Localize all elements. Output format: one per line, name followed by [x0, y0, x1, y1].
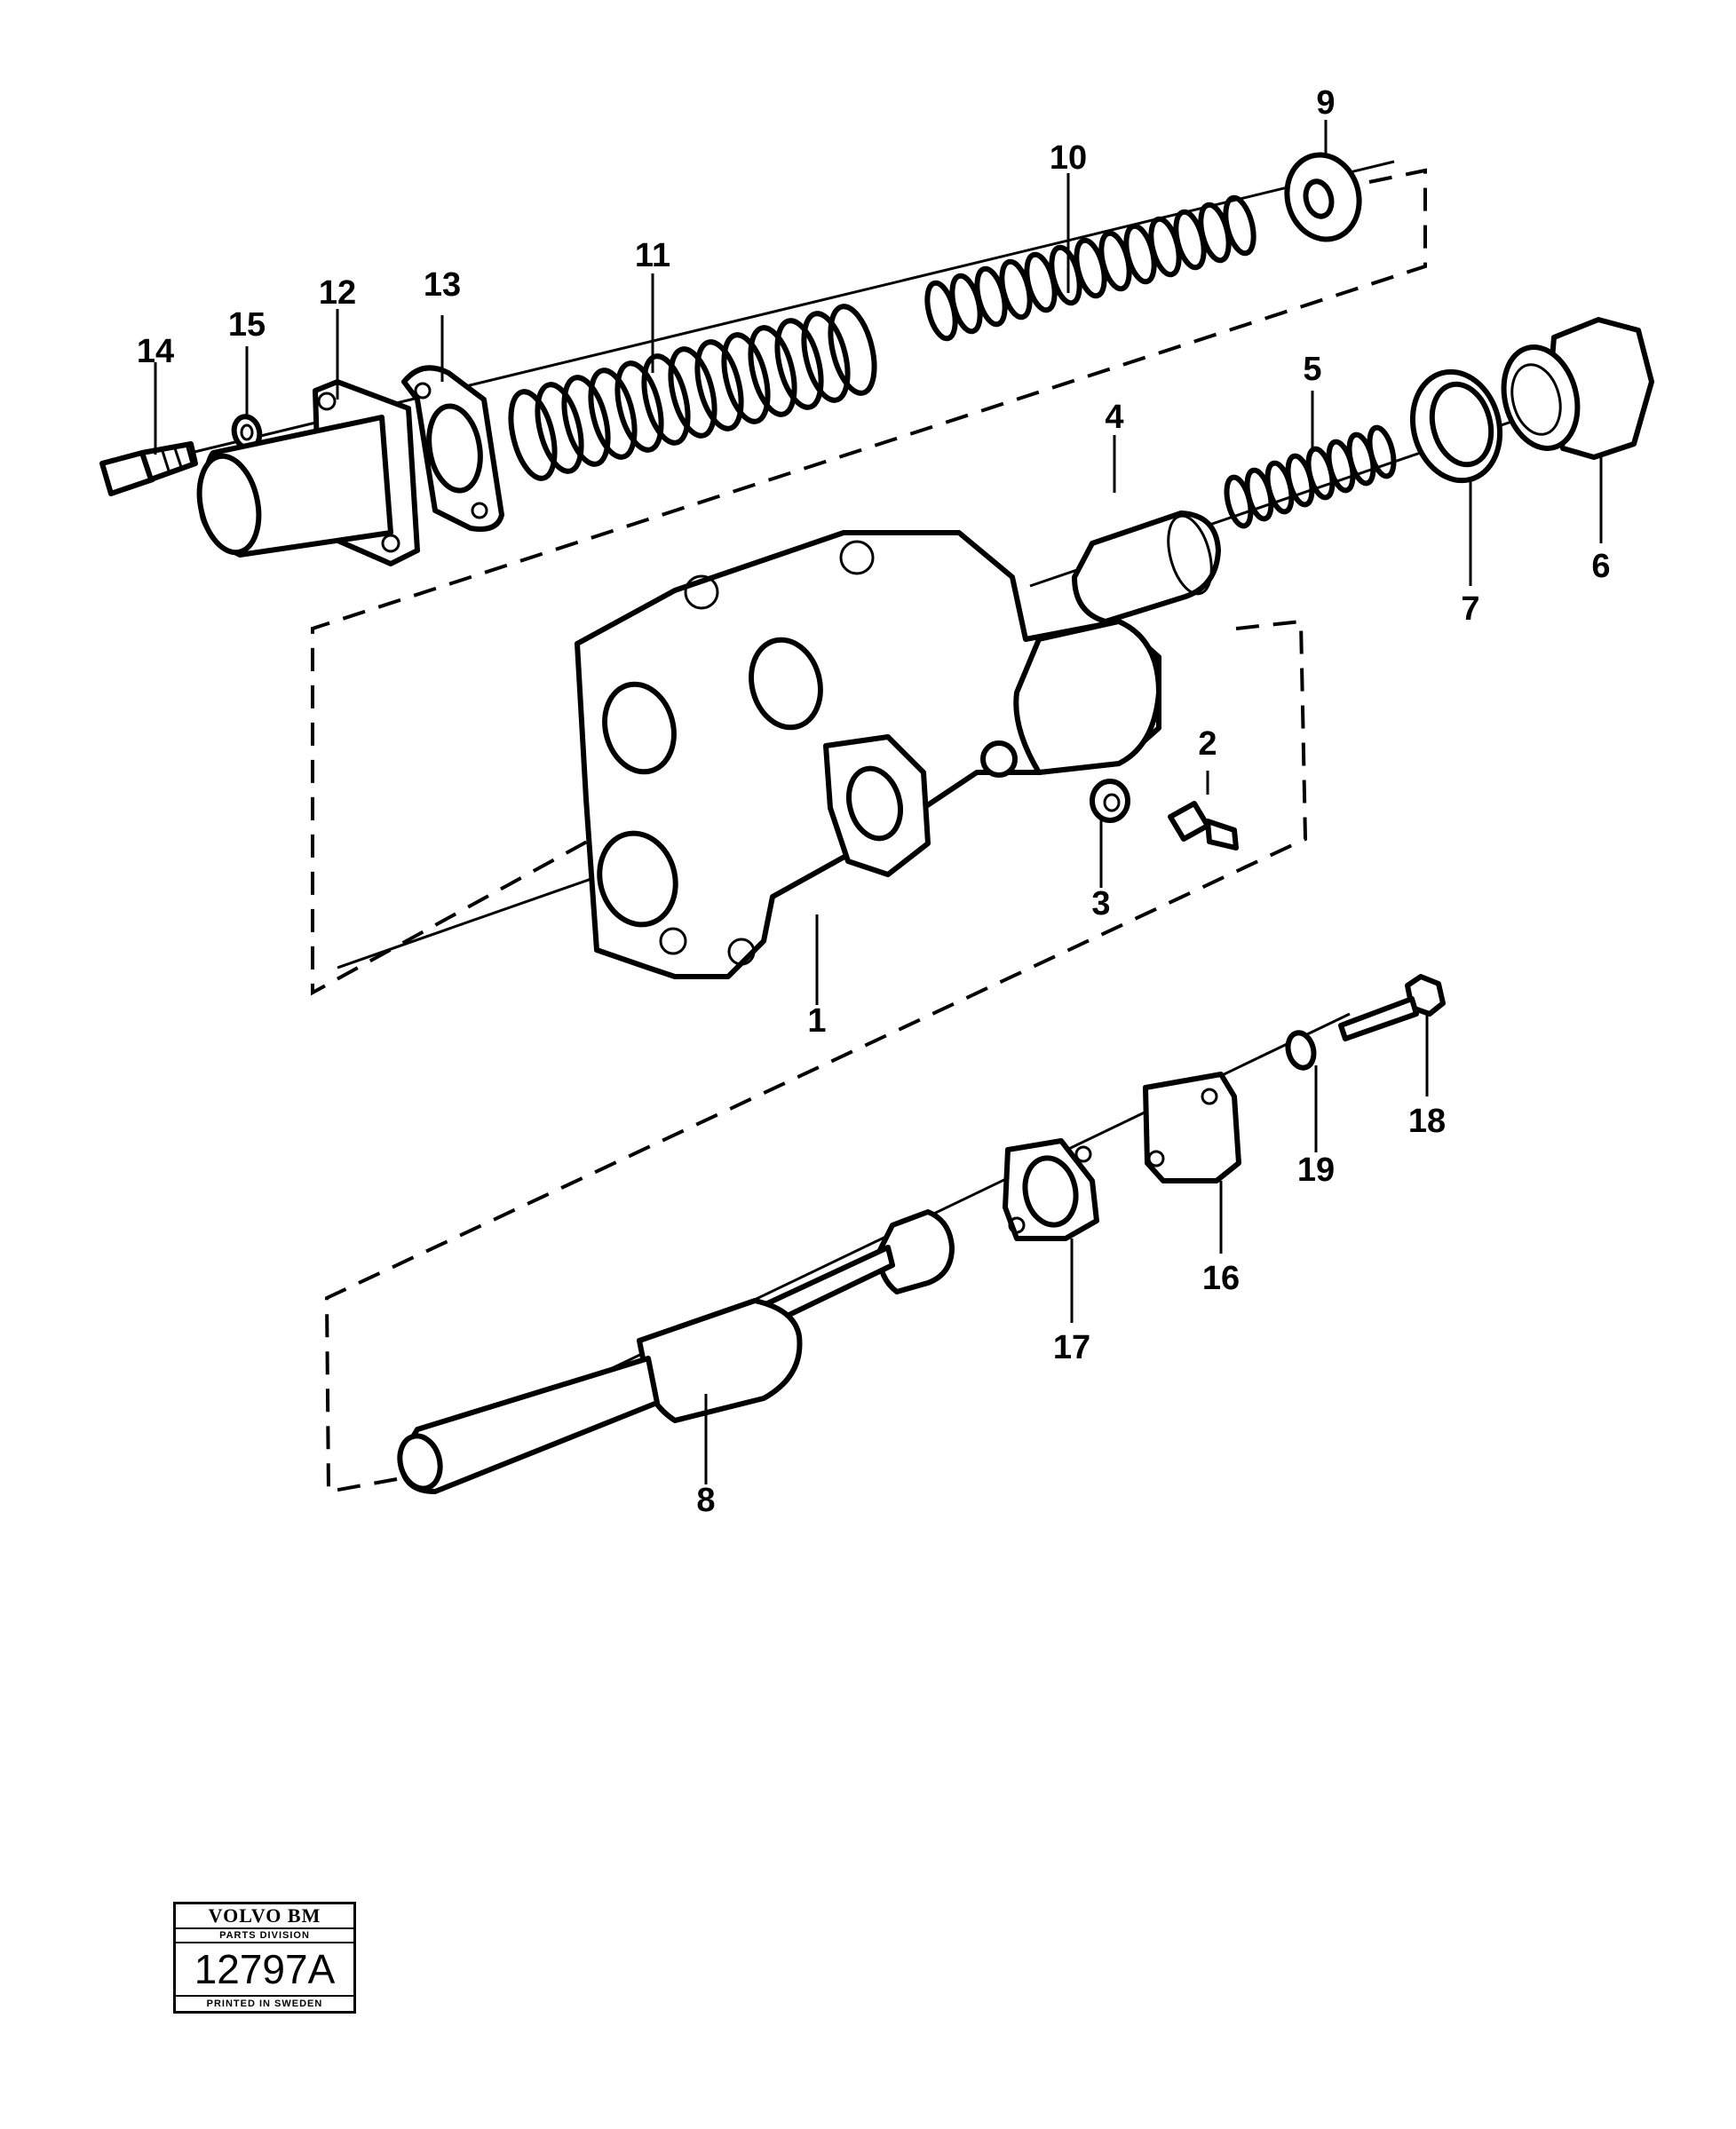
callout-9: 9	[1316, 84, 1335, 122]
callout-18: 18	[1408, 1103, 1446, 1140]
callout-8: 8	[696, 1482, 715, 1519]
stamp-number: 12797A	[176, 1943, 353, 1997]
callout-12: 12	[319, 274, 356, 312]
spring-5	[1224, 424, 1397, 529]
callout-5: 5	[1303, 351, 1321, 388]
callout-10: 10	[1050, 139, 1087, 177]
nipple-2	[1168, 801, 1239, 851]
volvo-bm-parts-stamp: VOLVO BM PARTS DIVISION 12797A PRINTED I…	[173, 1902, 356, 2014]
shaft-8	[397, 1209, 955, 1494]
lower-assembly-frame	[324, 619, 1308, 1494]
spring-11	[508, 304, 877, 481]
callout-15: 15	[228, 306, 266, 344]
stamp-division: PARTS DIVISION	[176, 1929, 353, 1943]
bolt-18	[1338, 974, 1446, 1041]
stamp-printed: PRINTED IN SWEDEN	[206, 1998, 323, 2009]
cover-housing-12	[196, 379, 420, 566]
cover-plate-16	[1143, 1072, 1241, 1183]
callout-19: 19	[1297, 1152, 1335, 1189]
valve-housing-1	[575, 530, 1161, 979]
nut-3	[1090, 779, 1130, 823]
callout-16: 16	[1202, 1260, 1240, 1297]
callout-2: 2	[1198, 725, 1217, 763]
spring-10	[924, 194, 1256, 342]
callout-14: 14	[137, 333, 174, 370]
callout-17: 17	[1053, 1329, 1090, 1366]
gasket-17	[1003, 1138, 1099, 1241]
callout-3: 3	[1091, 885, 1110, 922]
callout-13: 13	[424, 266, 461, 304]
callout-6: 6	[1591, 548, 1610, 585]
callout-7: 7	[1461, 590, 1479, 628]
stamp-brand: VOLVO BM	[176, 1904, 353, 1929]
left-axis-line	[337, 867, 622, 970]
cap-screw-14	[99, 441, 198, 496]
washer-15	[231, 414, 263, 451]
upper-assembly-frame	[311, 168, 1427, 996]
washer-9	[1284, 152, 1362, 242]
callout-11: 11	[635, 237, 670, 274]
gasket-13	[401, 365, 504, 532]
seal-ring-7	[1409, 368, 1503, 484]
callout-4: 4	[1105, 399, 1123, 436]
lock-washer-19	[1285, 1030, 1317, 1071]
callout-labels: 1 2 3 4 5 6 7 8 9 10 11 12 13 14 15 16 1…	[137, 84, 1611, 1519]
callout-1: 1	[807, 1002, 826, 1040]
piston-4	[1072, 510, 1221, 624]
plug-6	[1501, 317, 1654, 460]
leader-lines	[154, 120, 1603, 1484]
